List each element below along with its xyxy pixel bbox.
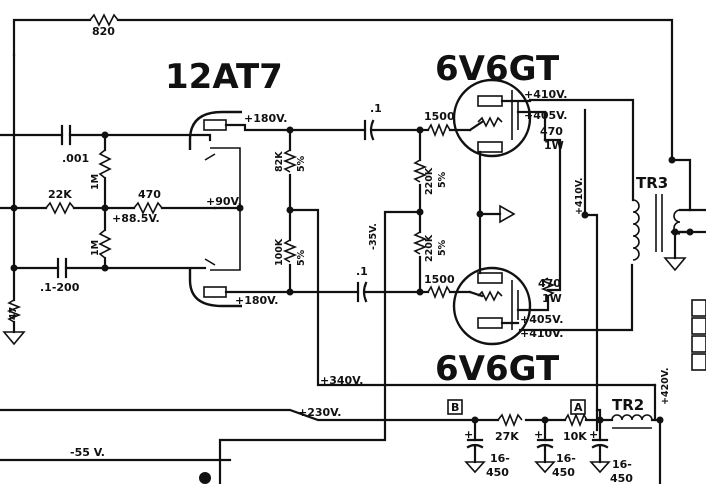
cap-c-value1: 16- [612,458,632,471]
r-10k-label: 10K [563,430,587,443]
r-220k-b-tol: 5% [437,239,448,256]
r-820-label: 820 [92,25,115,38]
r-47-label: 47 [8,307,19,320]
c-1-top-label: .1 [370,102,382,115]
plate-load-network [282,128,657,387]
top-feedback-line [12,13,674,162]
v-420-label: +420V. [660,367,671,405]
terminal-strip [691,299,706,371]
cap-b-value2: 450 [552,466,575,479]
r-82k-tol: 5% [296,155,307,172]
r-27k-label: 27K [495,430,519,443]
r-470-mid-label: 470 [138,188,161,201]
cap-c-value2: 450 [610,472,633,484]
r-100k-tol: 5% [296,249,307,266]
test-point-a-label: A [574,401,583,414]
input-network [0,53,217,346]
cap-c-plus: + [589,428,598,441]
v-405-bot-label: +405V. [520,313,563,326]
v-340-label: +340V. [320,374,363,387]
tube-6v6gt-top-label: 6V6GT [435,49,560,89]
tube-12at7-label: 12AT7 [165,57,283,97]
tube-6v6gt-bottom [452,212,556,346]
cap-a-value2: 450 [486,466,509,479]
v-90-label: +90V. [206,195,242,208]
cap-a-value1: 16- [490,452,510,465]
c-001-label: .001 [62,152,89,165]
tube-12at7 [188,110,292,308]
v-410-side-label: +410V. [574,177,585,215]
plate-supply [518,98,635,432]
r-1m-b-label: 1M [90,240,101,256]
r-220k-b-label: 220K [424,234,435,262]
tube-6v6gt-top [452,78,547,224]
r-470-b-w: 1W [542,292,562,305]
cap-b-value1: 16- [556,452,576,465]
r-100k-label: 100K [274,238,285,266]
r-1500-b-label: 1500 [424,273,455,286]
cap-a-plus: + [464,428,473,441]
test-point-b [447,399,463,415]
r-82k-label: 82K [274,151,285,172]
coupling-caps [288,119,422,303]
r-470-a-label: 470 [540,125,563,138]
tr2-label: TR2 [612,396,644,414]
r-220k-a-tol: 5% [437,171,448,188]
test-point-b-label: B [451,401,459,414]
v-neg35-label: -35V. [368,223,379,250]
v-88-5-label: +88.5V. [112,212,160,225]
r-470-b-label: 470 [538,277,561,290]
r-22k-label: 22K [48,188,72,201]
r-220k-a-label: 220K [424,167,435,195]
v-230-label: +230V. [298,406,341,419]
v-neg55-label: -55 V. [70,446,105,459]
tr3-label: TR3 [636,174,668,192]
v-180-top-label: +180V. [244,112,287,125]
c-1-200-label: .1-200 [40,281,80,294]
v-405-top-label: +405V. [524,109,567,122]
v-180-bot-label: +180V. [235,294,278,307]
r-470-a-w: 1W [544,139,564,152]
r-1m-a-label: 1M [90,174,101,190]
cap-b-plus: + [534,428,543,441]
test-point-a [570,399,586,415]
v-410-top-label: +410V. [524,88,567,101]
r-1500-a-label: 1500 [424,110,455,123]
tube-6v6gt-bottom-label: 6V6GT [435,349,560,389]
c-1-bot-label: .1 [356,265,368,278]
